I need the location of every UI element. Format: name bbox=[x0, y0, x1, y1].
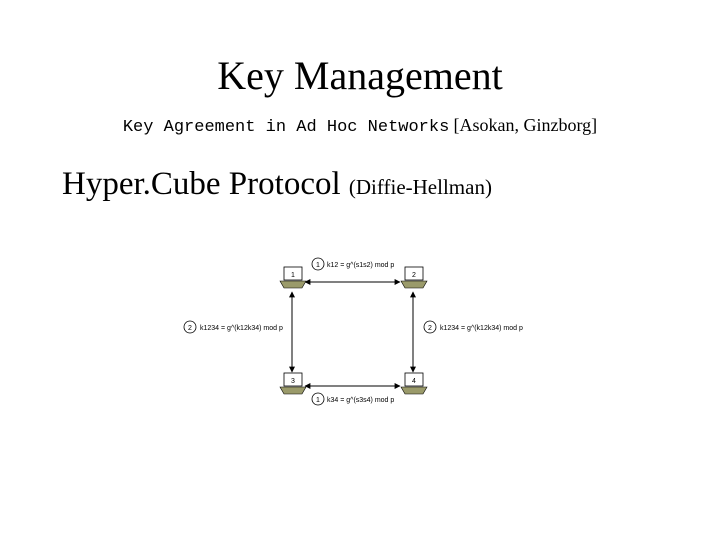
subtitle-citation: [Asokan, Ginzborg] bbox=[453, 115, 598, 135]
edge-left-key: k1234 = g^(k12k34) mod p bbox=[200, 325, 283, 332]
subtitle-topic: Key Agreement in Ad Hoc Networks bbox=[122, 118, 450, 137]
slide-title: Key Management bbox=[217, 53, 503, 98]
edge-top-round: 1 bbox=[316, 262, 320, 269]
edge-label-bottom: 1 k34 = g^(s3s4) mod p bbox=[311, 392, 394, 406]
node-4-laptop-icon: 4 bbox=[400, 372, 428, 395]
edge-right-key: k1234 = g^(k12k34) mod p bbox=[440, 325, 523, 332]
edge-label-left: 2 k1234 = g^(k12k34) mod p bbox=[183, 320, 283, 334]
node-1-laptop-icon: 1 bbox=[279, 266, 307, 289]
slide-subtitle: Key Agreement in Ad Hoc Networks [Asokan… bbox=[0, 114, 720, 139]
edge-label-top: 1 k12 = g^(s1s2) mod p bbox=[311, 257, 394, 271]
edge-left-round: 2 bbox=[188, 325, 192, 332]
protocol-name: Hyper.Cube Protocol bbox=[62, 166, 341, 202]
protocol-heading: Hyper.Cube Protocol (Diffie-Hellman) bbox=[62, 164, 492, 207]
node-4-label: 4 bbox=[412, 378, 416, 385]
protocol-method: (Diffie-Hellman) bbox=[348, 175, 492, 199]
edge-bottom-key: k34 = g^(s3s4) mod p bbox=[327, 397, 394, 404]
node-3-laptop-icon: 3 bbox=[279, 372, 307, 395]
edge-top-key: k12 = g^(s1s2) mod p bbox=[327, 262, 394, 269]
edge-label-right: 2 k1234 = g^(k12k34) mod p bbox=[423, 320, 523, 334]
node-2-laptop-icon: 2 bbox=[400, 266, 428, 289]
node-1-label: 1 bbox=[291, 272, 295, 279]
node-2-label: 2 bbox=[412, 272, 416, 279]
edge-right-round: 2 bbox=[428, 325, 432, 332]
node-3-label: 3 bbox=[291, 378, 295, 385]
edge-bottom-round: 1 bbox=[316, 397, 320, 404]
